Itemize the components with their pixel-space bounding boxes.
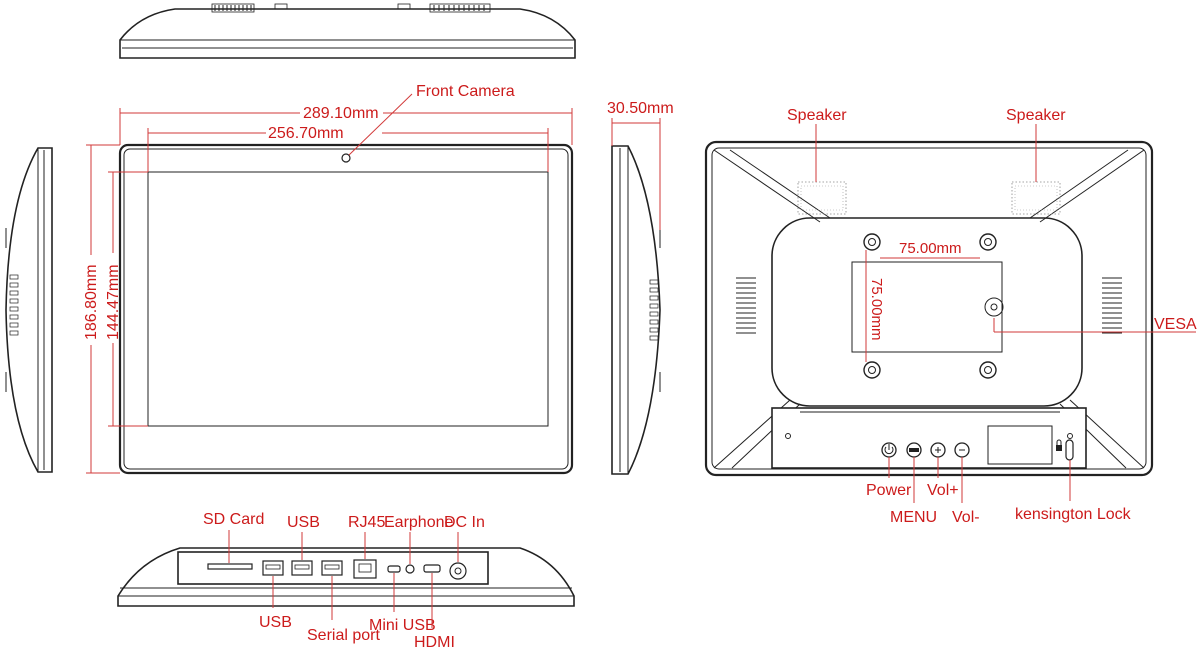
vesa-vertical-label: 75.00mm <box>868 278 885 341</box>
rear-view: 75.00mm 75.00mm VESA Speaker Speaker <box>704 107 1197 526</box>
bottom-view: SD Card USB RJ45 Earphone DC In USB Seri… <box>117 511 575 651</box>
right-side-vents <box>649 279 659 341</box>
hdmi-port <box>423 564 441 573</box>
mini-usb-label: Mini USB <box>369 617 436 634</box>
left-side-vents <box>9 274 19 336</box>
vesa-horizontal-label: 75.00mm <box>899 240 962 257</box>
front-camera-icon <box>341 153 351 163</box>
vesa-holes <box>863 233 997 379</box>
power-label: Power <box>866 482 912 499</box>
right-side-view: 30.50mm <box>607 100 674 475</box>
kensington-label: kensington Lock <box>1015 506 1132 523</box>
vol-minus-label: Vol- <box>952 509 980 526</box>
menu-label: MENU <box>890 509 937 526</box>
usb-bottom-label: USB <box>259 614 292 631</box>
usb-top-label: USB <box>287 514 320 531</box>
lock-icon <box>1056 439 1062 451</box>
depth-label: 30.50mm <box>607 100 674 117</box>
dc-in-port <box>449 562 467 580</box>
rear-vent-right <box>1102 277 1122 334</box>
usb-port-3 <box>321 560 343 576</box>
height-overall-label: 186.80mm <box>83 264 100 340</box>
speaker-left-label: Speaker <box>787 107 847 124</box>
rj45-label: RJ45 <box>348 514 385 531</box>
serial-port-label: Serial port <box>307 627 380 644</box>
hdmi-label: HDMI <box>414 634 455 651</box>
speaker-grille-right <box>1011 181 1061 215</box>
usb-port-1 <box>262 560 284 576</box>
sd-card-slot <box>207 563 253 570</box>
mini-usb-port <box>387 565 401 573</box>
front-camera-label: Front Camera <box>416 83 515 100</box>
width-overall-label: 289.10mm <box>303 105 379 122</box>
earphone-label: Earphone <box>384 514 453 531</box>
sd-card-label: SD Card <box>203 511 264 528</box>
vol-plus-label: Vol+ <box>927 482 959 499</box>
usb-port-2 <box>291 560 313 576</box>
speaker-grille-left <box>797 181 847 215</box>
rj45-port <box>353 559 377 579</box>
rear-vent-left <box>736 277 756 334</box>
dc-in-label: DC In <box>444 514 485 531</box>
earphone-jack <box>405 564 415 574</box>
top-vent-left <box>211 3 255 13</box>
vesa-label: VESA <box>1154 316 1197 333</box>
top-view <box>119 3 576 59</box>
top-vent-right <box>429 3 491 13</box>
height-screen-label: 144.47mm <box>105 264 122 340</box>
left-side-view <box>5 147 53 473</box>
front-view: Front Camera 289.10mm 256.70mm 186.80mm … <box>83 83 574 475</box>
width-screen-label: 256.70mm <box>268 125 344 142</box>
speaker-right-label: Speaker <box>1006 107 1066 124</box>
